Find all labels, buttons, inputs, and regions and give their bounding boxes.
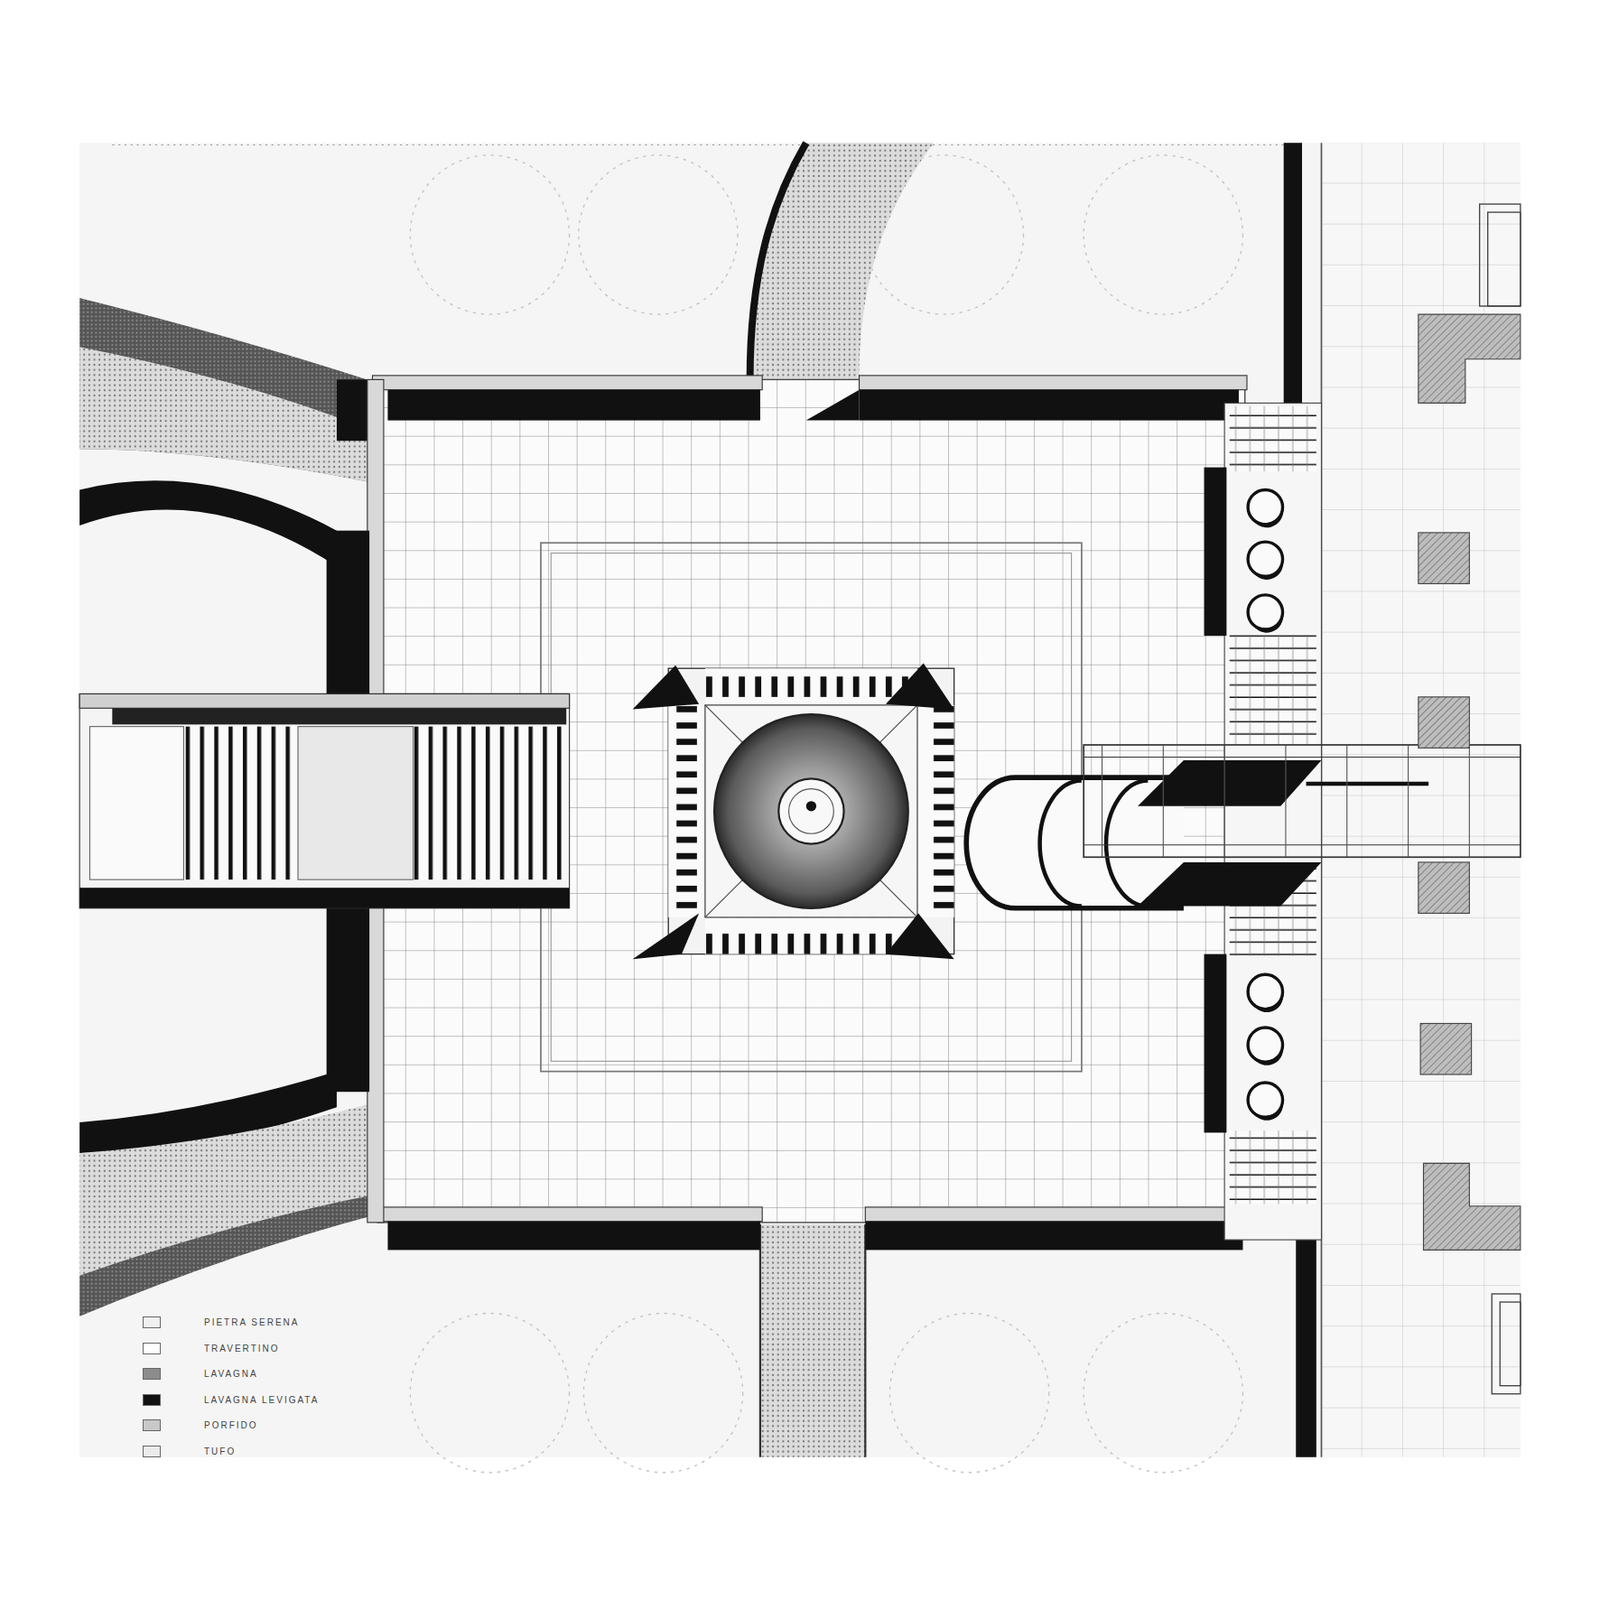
legend-swatch <box>142 1419 161 1432</box>
legend-entry: TRAVERTINO <box>142 1342 282 1355</box>
legend-swatch <box>142 1367 161 1380</box>
legend-entry: PORFIDO <box>142 1419 261 1432</box>
legend-entry: LAVAGNA <box>142 1367 261 1380</box>
legend-swatch <box>142 1445 161 1458</box>
legend-label: PIETRA SERENA <box>202 1317 301 1328</box>
legend-swatch <box>142 1316 161 1329</box>
legend-entry: LAVAGNA LEVIGATA <box>142 1394 321 1406</box>
legend-label: LAVAGNA LEVIGATA <box>202 1395 321 1405</box>
legend-label: PORFIDO <box>202 1420 261 1431</box>
legend-entry: PIETRA SERENA <box>142 1316 301 1329</box>
legend-swatch <box>142 1342 161 1355</box>
legend-label: LAVAGNA <box>202 1368 261 1379</box>
legend-entry: TUFO <box>142 1445 238 1458</box>
legend-swatch <box>142 1394 161 1406</box>
legend-label: TRAVERTINO <box>202 1343 282 1354</box>
legend-label: TUFO <box>202 1446 238 1457</box>
